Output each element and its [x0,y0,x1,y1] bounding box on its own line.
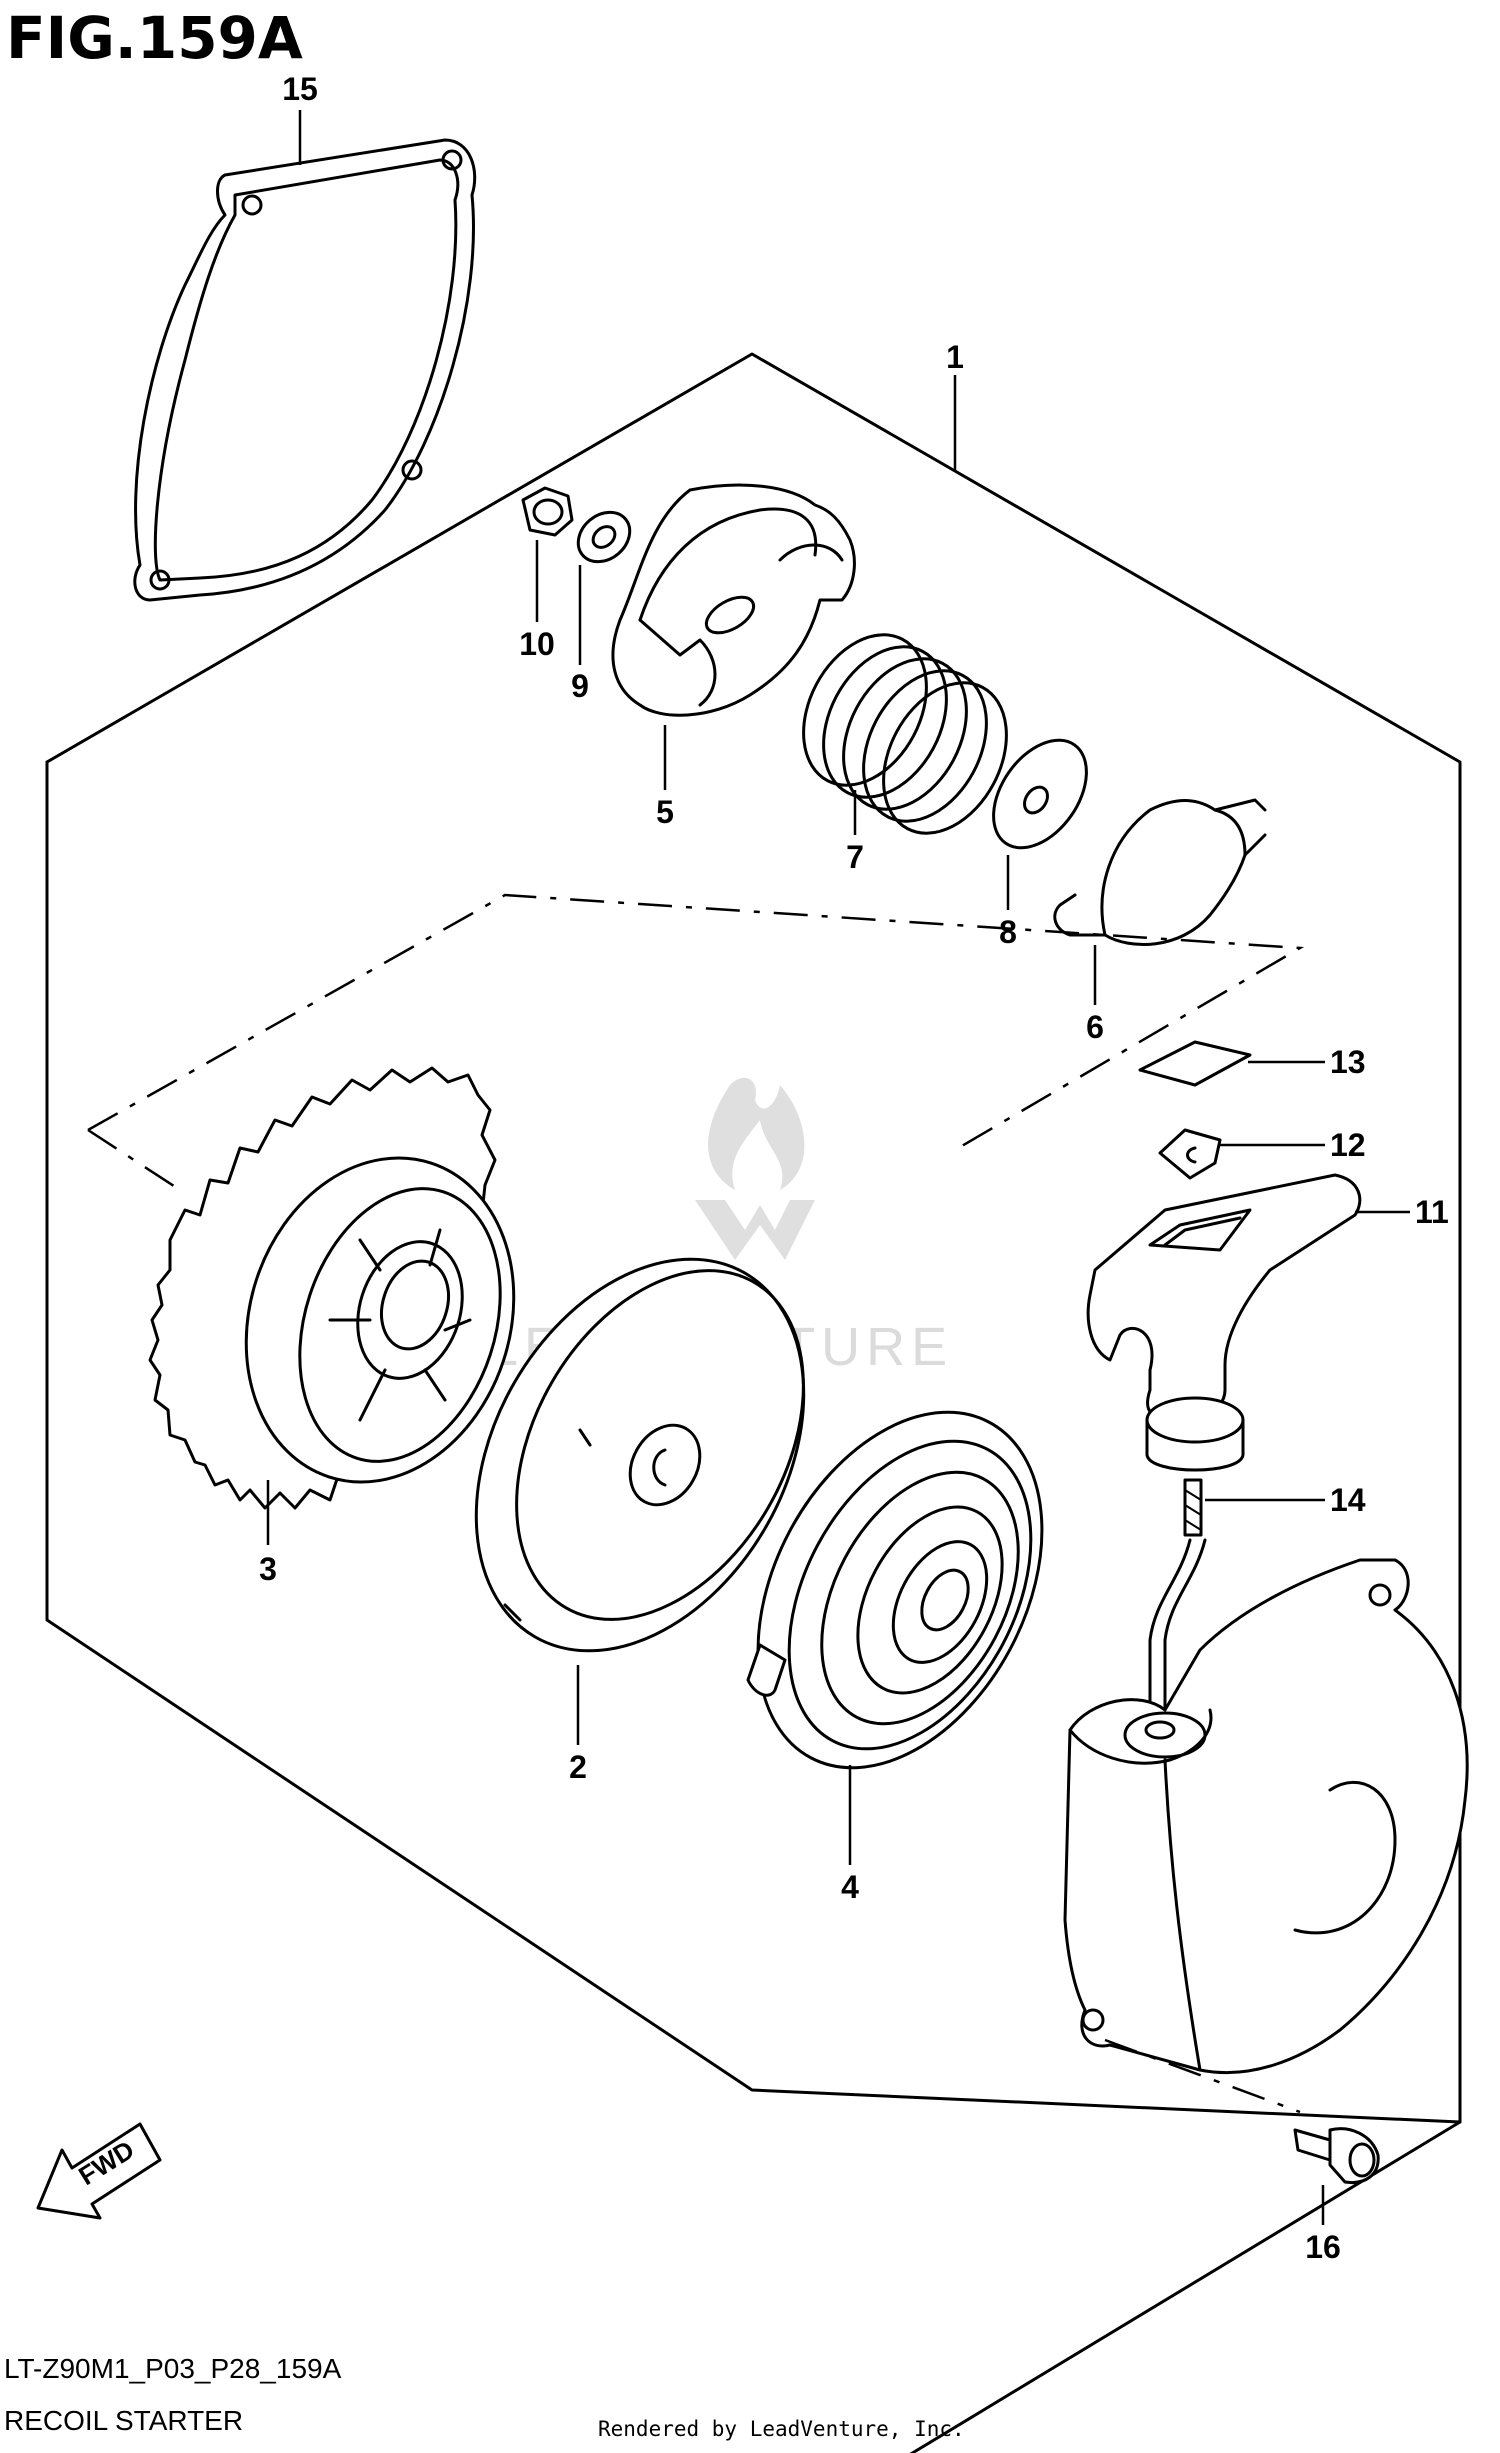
starter-case [1063,1558,1469,2075]
rope-14 [1148,1478,1207,1722]
callout-3: 3 [259,1551,277,1587]
callout-5: 5 [656,794,674,830]
callout-7: 7 [846,839,864,875]
callout-12: 12 [1330,1127,1366,1163]
callouts: 15 1 10 9 5 7 8 6 13 12 11 14 3 2 4 16 [259,71,1449,2265]
callout-1: 1 [946,339,964,375]
bolt-16 [1293,2127,1380,2185]
callout-13: 13 [1330,1044,1366,1080]
callout-9: 9 [571,668,589,704]
return-spring-7 [802,633,1008,835]
handle-cap-12 [1158,1128,1222,1180]
callout-8: 8 [999,914,1017,950]
leader-lines [266,110,1410,2225]
callout-4: 4 [841,1869,859,1905]
callout-11: 11 [1415,1194,1449,1230]
assembly-outline [45,352,1462,2453]
guide-spring-6 [1053,798,1267,946]
inner-plane-outline [87,893,1305,1152]
render-credit: Rendered by LeadVenture, Inc. [598,2417,965,2441]
figure-caption: RECOIL STARTER [4,2405,243,2436]
handle-plate-13 [1138,1040,1252,1087]
recoil-spring-4 [746,1410,1044,1770]
callout-15: 15 [282,71,318,107]
figure-title: FIG.159A [6,4,303,72]
gasket-15 [133,138,477,602]
diagram-code: LT-Z90M1_P03_P28_159A [4,2353,342,2384]
fwd-arrow: FWD [36,2122,162,2220]
washer-8 [992,738,1088,850]
callout-10: 10 [519,626,555,662]
callout-14: 14 [1330,1482,1366,1518]
washer-9 [576,510,632,564]
starter-gear-3 [148,1066,516,1510]
callout-6: 6 [1086,1009,1104,1045]
reel-2 [474,1257,806,1653]
nut-10 [521,486,574,537]
callout-16: 16 [1305,2229,1341,2265]
friction-plate-5 [611,483,856,717]
callout-2: 2 [569,1749,587,1785]
handle-11 [1086,1173,1362,1472]
